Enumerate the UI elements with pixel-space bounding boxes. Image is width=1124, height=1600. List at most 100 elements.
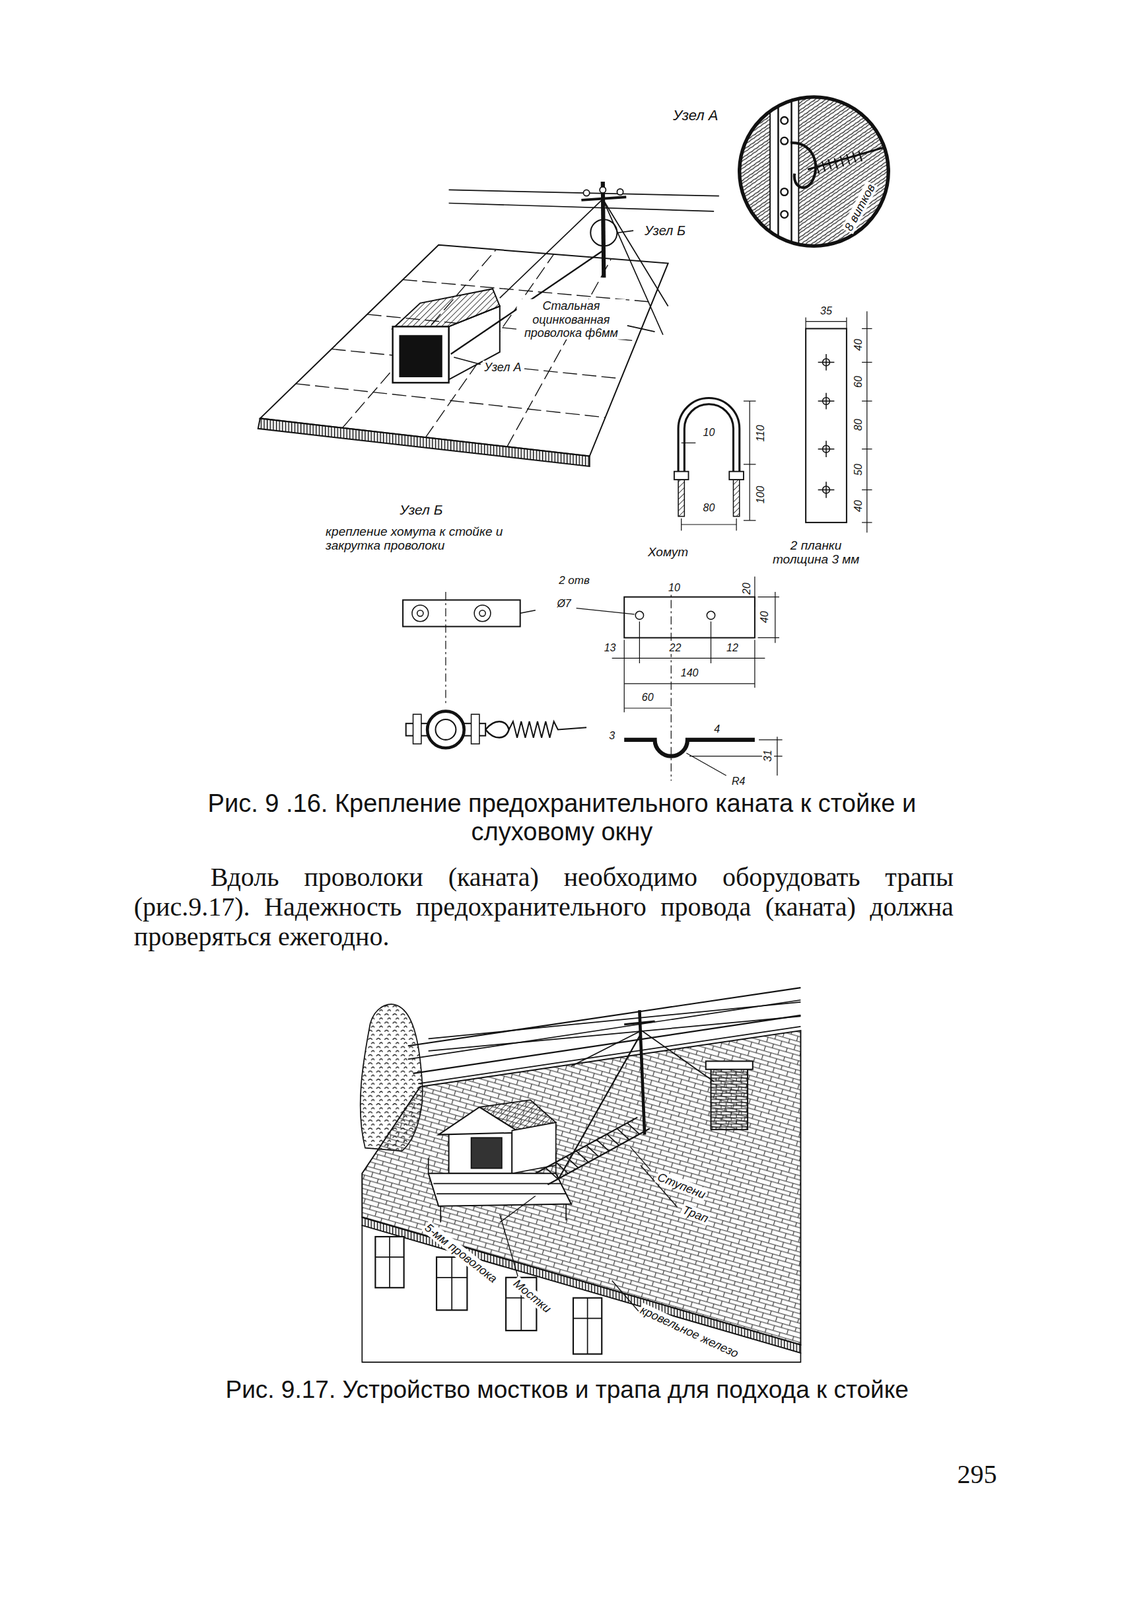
dimension: 3 xyxy=(607,729,617,742)
building-illustration xyxy=(427,1157,430,1173)
building-illustration xyxy=(612,1279,639,1311)
detail-a xyxy=(734,91,900,255)
hole-note: 2 отв xyxy=(557,573,592,587)
building-illustration xyxy=(639,1009,645,1134)
building-illustration xyxy=(573,1317,602,1319)
u-bolt xyxy=(674,400,757,531)
dimension: 50 xyxy=(852,462,865,477)
plank xyxy=(861,400,872,401)
building-illustration xyxy=(573,1297,602,1354)
pole-and-wires xyxy=(590,219,617,246)
dimension: 60 xyxy=(852,374,865,389)
building-illustration xyxy=(436,1256,467,1310)
dormer xyxy=(392,326,450,383)
u-bolt xyxy=(681,400,737,480)
clamp-part xyxy=(758,596,780,598)
pole-and-wires xyxy=(602,181,605,278)
dimension: 40 xyxy=(852,337,865,352)
pole-and-wires xyxy=(453,357,481,365)
building-illustration xyxy=(388,1236,391,1288)
u-bolt xyxy=(743,519,757,521)
clamp-part xyxy=(754,639,755,689)
roof-drawing xyxy=(260,245,669,457)
pole-and-wires xyxy=(449,202,715,211)
u-bolt xyxy=(681,523,737,525)
building-illustration xyxy=(408,987,802,1046)
clamp-part xyxy=(624,597,755,638)
clamp-part xyxy=(576,576,783,776)
dimension: 10 xyxy=(667,581,682,594)
building-illustration xyxy=(428,1015,802,1051)
building-illustration xyxy=(624,1020,655,1025)
building-illustration xyxy=(375,1256,404,1258)
pole-and-wires xyxy=(449,181,720,364)
building-illustration xyxy=(535,1116,638,1173)
u-bolt xyxy=(743,400,757,401)
building-illustration xyxy=(360,987,802,1362)
part-label: Хомут xyxy=(646,544,690,559)
roof-drawing xyxy=(258,418,590,467)
plank xyxy=(825,353,827,371)
clamp-part xyxy=(576,608,635,615)
node-b-drawing xyxy=(520,610,536,614)
clamp-part xyxy=(635,610,644,619)
part-label: кровельное железо xyxy=(637,1301,742,1360)
building-illustration xyxy=(438,1106,521,1135)
part-label: 5-мм проволока xyxy=(421,1219,501,1286)
clamp-part xyxy=(706,610,715,619)
plank xyxy=(861,448,872,450)
dimension: 4 xyxy=(712,723,722,736)
pole-and-wires xyxy=(449,189,720,196)
node-b-drawing xyxy=(474,604,491,622)
node-b-drawing xyxy=(479,610,486,617)
building-illustration xyxy=(545,1167,559,1179)
dimension: 110 xyxy=(754,423,767,444)
plank xyxy=(861,361,872,363)
part-label: Мостки xyxy=(509,1275,555,1316)
node-b-drawing xyxy=(413,713,422,744)
u-bolt xyxy=(674,471,689,480)
clamp-part xyxy=(758,637,780,638)
clamp-part xyxy=(774,591,776,643)
dimension: 80 xyxy=(852,417,865,432)
u-bolt xyxy=(681,442,697,444)
dormer xyxy=(392,288,500,329)
roof-drawing xyxy=(258,245,669,467)
clamp-part xyxy=(754,576,755,607)
building-illustration xyxy=(433,1182,561,1185)
building-illustration xyxy=(587,1297,589,1354)
node-b-drawing xyxy=(417,610,424,617)
plank xyxy=(805,311,872,533)
pole-and-wires xyxy=(602,198,669,306)
plank xyxy=(866,311,868,533)
building-illustration xyxy=(565,1156,579,1168)
clamp-part xyxy=(624,639,625,713)
dimension: 10 xyxy=(701,426,716,439)
clamp-part xyxy=(576,576,783,781)
building-illustration xyxy=(616,1127,630,1140)
building-illustration xyxy=(627,1122,640,1134)
clamp-part xyxy=(624,682,755,684)
dimension: 12 xyxy=(725,641,740,654)
node-b-drawing xyxy=(427,711,465,749)
building-illustration xyxy=(705,1060,753,1069)
plank xyxy=(805,328,847,522)
clamp-part xyxy=(612,657,766,659)
building-illustration xyxy=(499,1213,519,1278)
plank xyxy=(845,316,847,329)
dimension: 140 xyxy=(679,667,701,679)
plank xyxy=(805,316,807,329)
detail-a xyxy=(780,188,788,196)
dimension: R4 xyxy=(730,775,747,788)
dimension: 100 xyxy=(754,484,767,506)
dormer xyxy=(399,335,442,377)
building-illustration xyxy=(436,1276,467,1278)
u-bolt xyxy=(681,400,737,480)
plank xyxy=(805,320,847,322)
node-b-drawing xyxy=(435,719,456,740)
dimension: 40 xyxy=(758,609,771,625)
building-illustration xyxy=(451,1256,453,1310)
node-b-drawing xyxy=(402,599,521,627)
detail-a xyxy=(739,97,889,246)
dimension: 31 xyxy=(762,748,774,763)
